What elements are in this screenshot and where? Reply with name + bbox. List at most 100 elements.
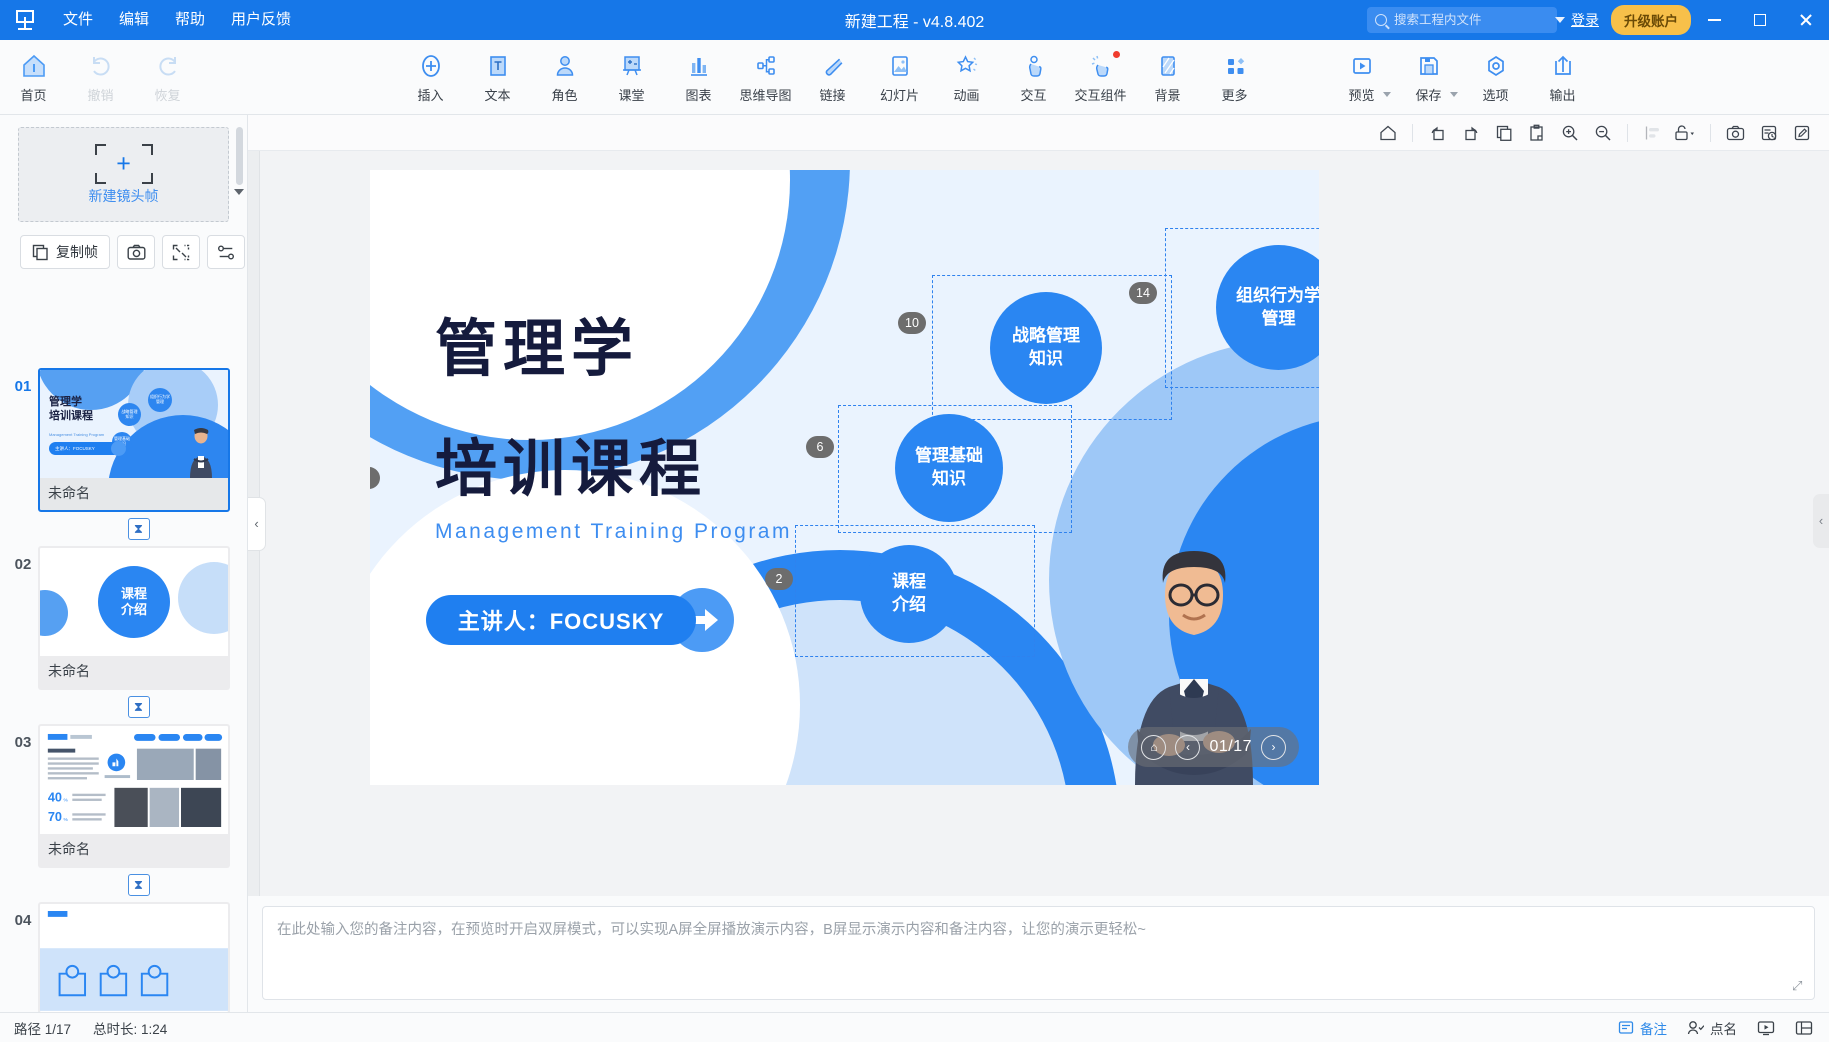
frame-card-02[interactable]: 课程介绍 未命名 xyxy=(38,546,230,690)
chevron-down-icon[interactable] xyxy=(1555,17,1565,23)
screenshot-icon[interactable] xyxy=(1720,119,1751,146)
notes-toggle-label: 备注 xyxy=(1640,1021,1667,1037)
history-icon[interactable] xyxy=(1753,119,1784,146)
camera-button[interactable] xyxy=(117,235,155,269)
collapse-panel-button[interactable]: ‹ xyxy=(248,496,266,551)
align-icon[interactable] xyxy=(1637,119,1668,146)
menu-edit[interactable]: 编辑 xyxy=(119,11,150,28)
path-badge-14[interactable]: 14 xyxy=(1129,282,1157,304)
selection-box-course-intro[interactable] xyxy=(795,525,1035,657)
ribbon-chart[interactable]: 图表 xyxy=(665,41,732,113)
roll-call-button[interactable]: 点名 xyxy=(1687,1018,1737,1038)
slide-title-line1[interactable]: 管理学 xyxy=(435,315,640,384)
new-frame-button[interactable]: + 新建镜头帧 xyxy=(18,127,229,222)
ribbon-slide[interactable]: 幻灯片 xyxy=(866,41,933,113)
list-item[interactable]: 02 课程介绍 未命名 xyxy=(0,546,247,690)
ribbon-export[interactable]: 输出 xyxy=(1529,41,1596,113)
ribbon-character[interactable]: 角色 xyxy=(531,41,598,113)
ribbon-text[interactable]: 文本 xyxy=(464,41,531,113)
ribbon-save[interactable]: 保存 xyxy=(1395,41,1462,113)
frame-thumbnail xyxy=(40,904,228,1012)
hourglass-transition-icon[interactable]: ⧗ xyxy=(127,874,150,896)
ribbon-link[interactable]: 链接 xyxy=(799,41,866,113)
window-close-button[interactable] xyxy=(1783,0,1829,40)
path-badge-1[interactable]: 1 xyxy=(370,467,380,489)
chevron-down-icon[interactable] xyxy=(1450,92,1458,97)
list-item[interactable]: 03 40 xyxy=(0,724,247,868)
ribbon-interaction[interactable]: 交互 xyxy=(1000,41,1067,113)
ribbon-insert-label: 插入 xyxy=(417,87,444,103)
notes-toggle-button[interactable]: 备注 xyxy=(1618,1018,1667,1038)
list-item[interactable]: 04 xyxy=(0,902,247,1012)
expand-right-panel-button[interactable]: ‹ xyxy=(1813,493,1829,548)
ribbon-background[interactable]: 背景 xyxy=(1134,41,1201,113)
window-maximize-button[interactable] xyxy=(1737,0,1783,40)
selection-box-fundamentals[interactable] xyxy=(838,405,1072,533)
notes-input[interactable]: 在此处输入您的备注内容，在预览时开启双屏模式，可以实现A屏全屏播放演示内容，B屏… xyxy=(262,906,1815,1000)
ribbon-preview-label: 预览 xyxy=(1348,87,1375,103)
hourglass-transition-icon[interactable]: ⧗ xyxy=(127,696,150,718)
slide-title-line2[interactable]: 培训课程 xyxy=(435,435,708,504)
frame-name[interactable]: 未命名 xyxy=(48,841,90,857)
copy-frame-button[interactable]: 复制帧 xyxy=(20,235,110,269)
zoom-out-icon[interactable] xyxy=(1587,119,1618,146)
speaker-banner[interactable]: 主讲人：FOCUSKY xyxy=(426,595,696,645)
slide-canvas[interactable]: 管理学 培训课程 Management Training Program 主讲人… xyxy=(370,170,1319,785)
frame-name[interactable]: 未命名 xyxy=(48,485,90,501)
login-link[interactable]: 登录 xyxy=(1571,12,1599,28)
node-course-intro[interactable]: 课程 介绍 xyxy=(860,545,958,643)
frame-card-04[interactable] xyxy=(38,902,230,1012)
frame-card-01[interactable]: 管理学培训课程 Management Training Program 组织行为… xyxy=(38,368,230,512)
ribbon-mindmap[interactable]: 思维导图 xyxy=(732,41,799,113)
menu-file[interactable]: 文件 xyxy=(63,11,94,28)
path-badge-6[interactable]: 6 xyxy=(806,436,834,458)
chevron-down-icon[interactable] xyxy=(1383,92,1391,97)
menu-help[interactable]: 帮助 xyxy=(175,11,206,28)
ribbon-animation[interactable]: 动画 xyxy=(933,41,1000,113)
paste-icon[interactable] xyxy=(1521,119,1552,146)
copy-icon[interactable] xyxy=(1488,119,1519,146)
ribbon-more[interactable]: 更多 xyxy=(1201,41,1268,113)
slide-stage[interactable]: 管理学 培训课程 Management Training Program 主讲人… xyxy=(248,151,1829,896)
pager-prev-icon[interactable]: ‹ xyxy=(1175,734,1201,760)
frame-card-03[interactable]: 40 % 70 % 未命名 xyxy=(38,724,230,868)
rotate-left-icon[interactable] xyxy=(1422,119,1453,146)
path-badge-2[interactable]: 2 xyxy=(765,568,793,590)
pager-home-icon[interactable]: ⌂ xyxy=(1141,734,1167,760)
node-strategy[interactable]: 战略管理 知识 xyxy=(990,292,1102,404)
hourglass-transition-icon[interactable]: ⧗ xyxy=(127,518,150,540)
ribbon-classroom[interactable]: 课堂 xyxy=(598,41,665,113)
ribbon-redo[interactable]: 恢复 xyxy=(134,41,201,113)
resize-handle-icon[interactable]: ⤢ xyxy=(1792,978,1803,993)
frame-name[interactable]: 未命名 xyxy=(48,663,90,679)
zoom-in-icon[interactable] xyxy=(1554,119,1585,146)
selection-box-organization[interactable] xyxy=(1165,228,1319,388)
edit-icon[interactable] xyxy=(1786,119,1817,146)
layout-button[interactable] xyxy=(1795,1020,1813,1036)
ribbon-preview[interactable]: 预览 xyxy=(1328,41,1395,113)
reorder-button[interactable] xyxy=(207,235,245,269)
list-item[interactable]: 01 管理学培训课程 Management Training Program 组… xyxy=(0,368,247,512)
ribbon-undo[interactable]: 撤销 xyxy=(67,41,134,113)
panel-scrollbar[interactable] xyxy=(233,127,245,222)
path-badge-10[interactable]: 10 xyxy=(898,312,926,334)
search-input[interactable] xyxy=(1394,13,1555,27)
selection-box-strategy[interactable] xyxy=(932,275,1172,420)
lock-icon[interactable] xyxy=(1670,119,1701,146)
ribbon-home[interactable]: 首页 xyxy=(0,41,67,113)
node-organization[interactable]: 组织行为学 管理 xyxy=(1216,245,1319,370)
menu-feedback[interactable]: 用户反馈 xyxy=(231,11,292,28)
window-minimize-button[interactable] xyxy=(1691,0,1737,40)
rotate-right-icon[interactable] xyxy=(1455,119,1486,146)
search-box[interactable] xyxy=(1367,7,1565,33)
fit-frame-button[interactable] xyxy=(162,235,200,269)
ribbon-insert[interactable]: 插入 xyxy=(397,41,464,113)
ribbon-options[interactable]: 选项 xyxy=(1462,41,1529,113)
upgrade-account-button[interactable]: 升级账户 xyxy=(1611,5,1691,35)
ribbon-interaction-component[interactable]: 交互组件 xyxy=(1067,41,1134,113)
node-fundamentals[interactable]: 管理基础 知识 xyxy=(895,414,1003,522)
pager-next-icon[interactable]: › xyxy=(1261,734,1286,760)
present-screen-button[interactable] xyxy=(1757,1020,1775,1036)
slide-subtitle-en[interactable]: Management Training Program xyxy=(435,520,792,543)
fit-home-icon[interactable] xyxy=(1372,119,1403,146)
